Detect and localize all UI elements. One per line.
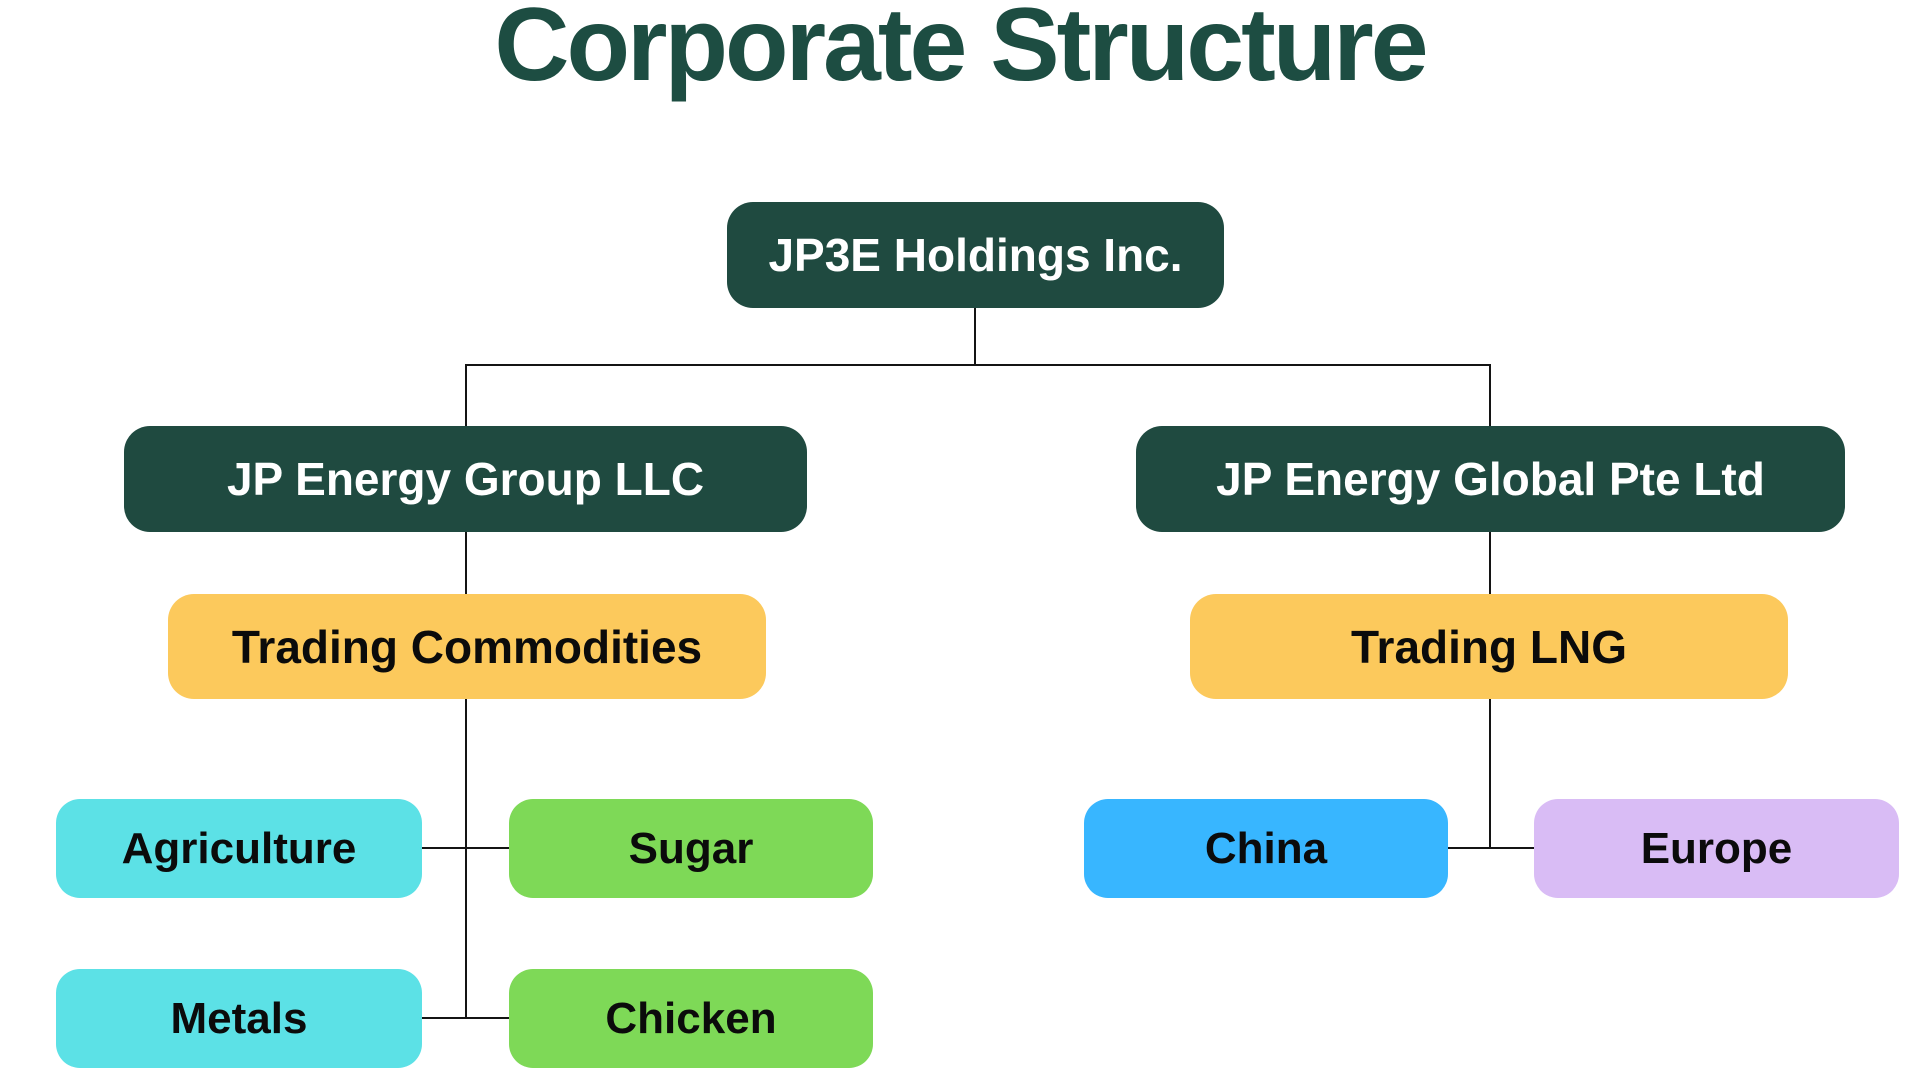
connector-global-to-lng — [1489, 532, 1491, 594]
org-node-jp-energy-group-llc: JP Energy Group LLC — [124, 426, 807, 532]
org-node-jp-energy-global-pte-ltd: JP Energy Global Pte Ltd — [1136, 426, 1845, 532]
connector-china-europe — [1448, 847, 1534, 849]
page-title: Corporate Structure — [494, 0, 1428, 103]
org-node-label: China — [1204, 823, 1328, 873]
org-node-trading-commodities: Trading Commodities — [168, 594, 766, 699]
org-node-sugar: Sugar — [509, 799, 873, 898]
org-node-chicken: Chicken — [509, 969, 873, 1068]
org-node-label: Trading Commodities — [231, 620, 703, 673]
org-node-metals: Metals — [56, 969, 422, 1068]
connector-root-down — [974, 308, 976, 366]
org-node-agriculture: Agriculture — [56, 799, 422, 898]
connector-level1-across — [465, 364, 1491, 366]
connector-lng-trunk — [1489, 699, 1491, 849]
org-node-label: JP Energy Global Pte Ltd — [1216, 453, 1765, 505]
connector-agriculture-sugar — [422, 847, 509, 849]
org-node-label: JP Energy Group LLC — [226, 453, 705, 505]
connector-metals-chicken — [422, 1017, 509, 1019]
org-node-label: Trading LNG — [1351, 620, 1627, 673]
org-node-label: Chicken — [605, 993, 777, 1043]
connector-commodities-trunk — [465, 699, 467, 1019]
connector-left-drop — [465, 364, 467, 426]
org-node-trading-lng: Trading LNG — [1190, 594, 1788, 699]
org-node-europe: Europe — [1534, 799, 1899, 898]
org-node-china: China — [1084, 799, 1448, 898]
org-node-label: Sugar — [628, 823, 754, 873]
org-node-jp3e-holdings: JP3E Holdings Inc. — [727, 202, 1224, 308]
org-node-label: Metals — [170, 993, 308, 1043]
org-node-label: Europe — [1640, 823, 1793, 873]
connector-right-drop — [1489, 364, 1491, 426]
org-node-label: JP3E Holdings Inc. — [768, 229, 1183, 281]
org-node-label: Agriculture — [121, 823, 357, 873]
connector-group-to-commodities — [465, 532, 467, 594]
